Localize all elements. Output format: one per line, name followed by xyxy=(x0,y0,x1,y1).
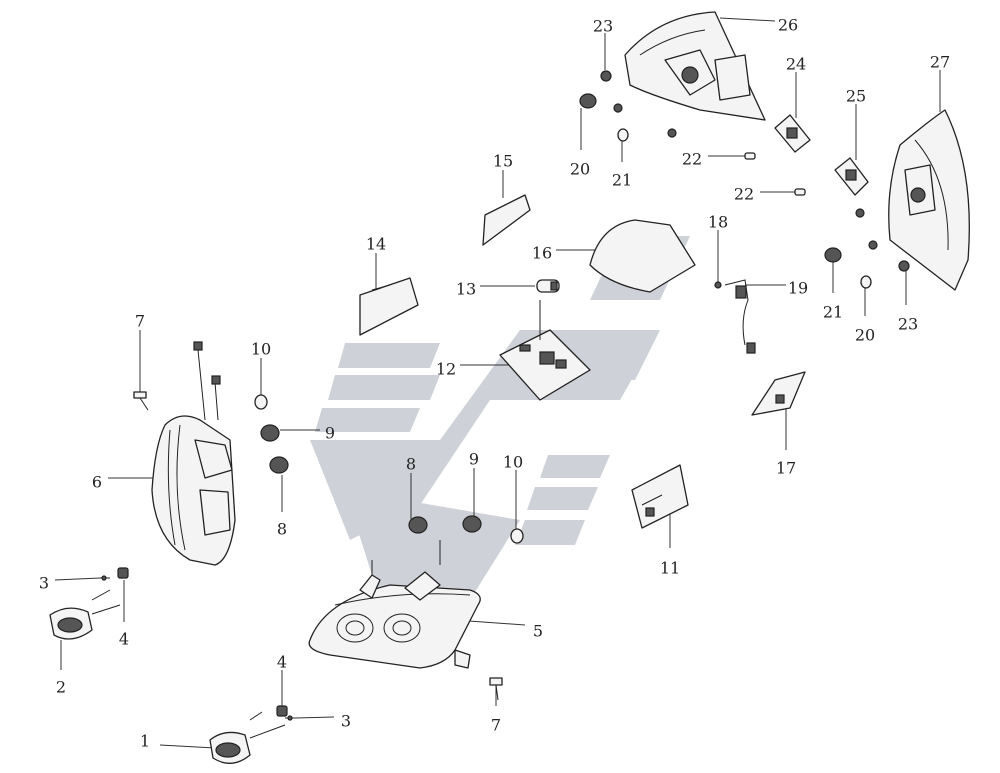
callout-c3a: 3 xyxy=(39,574,49,593)
callout-c16: 16 xyxy=(532,244,552,263)
callout-c13: 13 xyxy=(456,280,476,299)
callout-c6: 6 xyxy=(92,473,102,492)
callout-c23a: 23 xyxy=(593,17,613,36)
harness-part-18-19 xyxy=(714,279,756,354)
callout-c22b: 22 xyxy=(734,185,754,204)
callout-c10a: 10 xyxy=(251,340,271,359)
bolts-part-7 xyxy=(133,391,503,701)
cover-part-16 xyxy=(589,219,696,293)
callout-c7a: 7 xyxy=(135,312,145,331)
callout-c2: 2 xyxy=(56,678,66,697)
bulb-part-13 xyxy=(536,279,560,293)
callout-c20a: 20 xyxy=(570,160,590,179)
callout-c5: 5 xyxy=(533,622,543,641)
callout-c1: 1 xyxy=(140,732,150,751)
bulbs-part-10 xyxy=(254,394,524,544)
callout-c21a: 21 xyxy=(612,171,632,190)
license-lamp-part-24 xyxy=(774,114,811,153)
screws-part-3 xyxy=(100,575,295,721)
callout-c10b: 10 xyxy=(503,453,523,472)
dome-light-part-12 xyxy=(499,300,591,401)
callout-c25: 25 xyxy=(846,87,866,106)
lamp-part-17 xyxy=(751,371,806,416)
rear-lamp-upper xyxy=(600,11,766,138)
callout-c15: 15 xyxy=(493,152,513,171)
callout-c4b: 4 xyxy=(277,653,287,672)
leader-line-c3b xyxy=(294,716,335,719)
license-lamp-part-25 xyxy=(834,157,869,196)
callout-c20b: 20 xyxy=(855,326,875,345)
callout-labels: 1233445677889910101112131415161718192020… xyxy=(39,16,950,751)
leader-lines xyxy=(54,17,941,749)
callout-c3b: 3 xyxy=(341,712,351,731)
bulbs-part-8 xyxy=(269,456,428,534)
callout-c7b: 7 xyxy=(491,716,501,735)
callout-c18: 18 xyxy=(708,213,728,232)
nuts-part-4 xyxy=(117,567,288,717)
callout-c11: 11 xyxy=(660,559,680,578)
callout-c21b: 21 xyxy=(823,303,843,322)
callout-c27: 27 xyxy=(930,53,950,72)
callout-c8b: 8 xyxy=(406,455,416,474)
callout-c22a: 22 xyxy=(682,150,702,169)
headlamp-right xyxy=(308,540,481,669)
headlamp-left xyxy=(151,341,236,566)
callout-c4a: 4 xyxy=(119,630,129,649)
bulbs-part-20-21 xyxy=(579,93,910,289)
callout-c17: 17 xyxy=(776,459,796,478)
fog-lamp-left xyxy=(49,589,121,640)
callout-c23b: 23 xyxy=(898,315,918,334)
callout-c26: 26 xyxy=(778,16,798,35)
callout-c8a: 8 xyxy=(277,520,287,539)
leader-line-c3a xyxy=(54,577,101,581)
rear-lamp-right xyxy=(855,109,970,291)
fog-lamp-right xyxy=(209,711,286,764)
lens-part-14 xyxy=(359,277,419,336)
bulbs-part-9 xyxy=(260,424,482,533)
leader-line-c1 xyxy=(159,744,216,749)
lens-part-15 xyxy=(482,194,531,246)
callout-c9a: 9 xyxy=(325,424,335,443)
leader-line-c26 xyxy=(719,17,776,22)
callout-c12: 12 xyxy=(436,360,456,379)
callout-c14: 14 xyxy=(366,235,386,254)
lamp-part-11 xyxy=(631,464,689,529)
callout-c24: 24 xyxy=(786,55,806,74)
watermark-logo xyxy=(310,236,690,600)
callout-c9b: 9 xyxy=(469,450,479,469)
callout-c19: 19 xyxy=(788,279,808,298)
